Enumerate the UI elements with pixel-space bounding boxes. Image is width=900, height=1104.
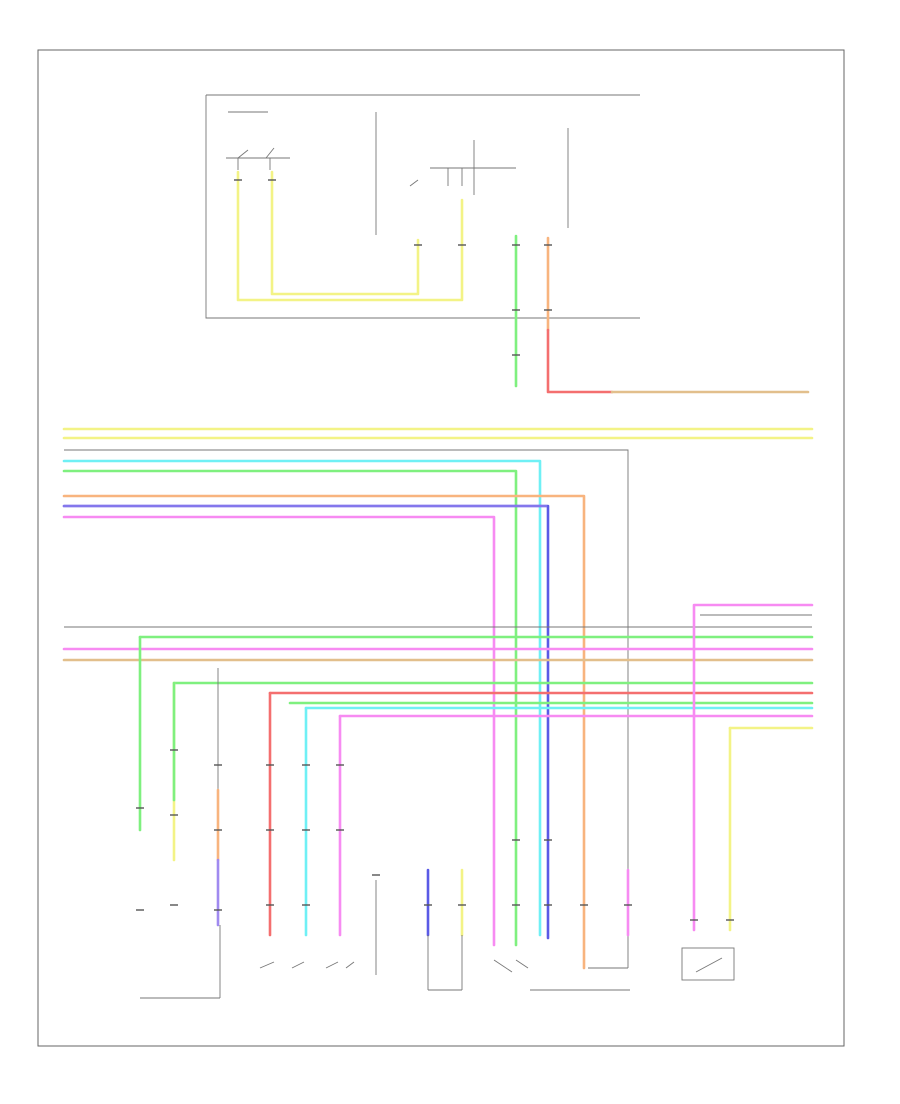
upper-component-box xyxy=(205,94,640,319)
wire-red-upper-run xyxy=(546,328,614,394)
wire-yellow-upper-loop-outer xyxy=(236,170,464,302)
lower-center-switch-group xyxy=(427,935,630,991)
bus-pink-1 xyxy=(62,515,496,947)
bus-orange xyxy=(62,494,586,970)
upper-switch-center xyxy=(409,140,516,195)
lower-right-switch-component xyxy=(681,947,735,981)
diagram-border xyxy=(37,49,845,1047)
wire-pink-right-drop xyxy=(692,603,814,932)
upper-switch-left xyxy=(226,147,290,170)
bus-cyan xyxy=(62,459,542,937)
connector-ticks xyxy=(136,179,734,921)
lower-left-switch-group xyxy=(140,880,377,999)
bus-green-1 xyxy=(62,469,518,947)
bus-gray-1 xyxy=(64,449,629,968)
wire-yellow-upper-loop-inner xyxy=(270,170,420,296)
